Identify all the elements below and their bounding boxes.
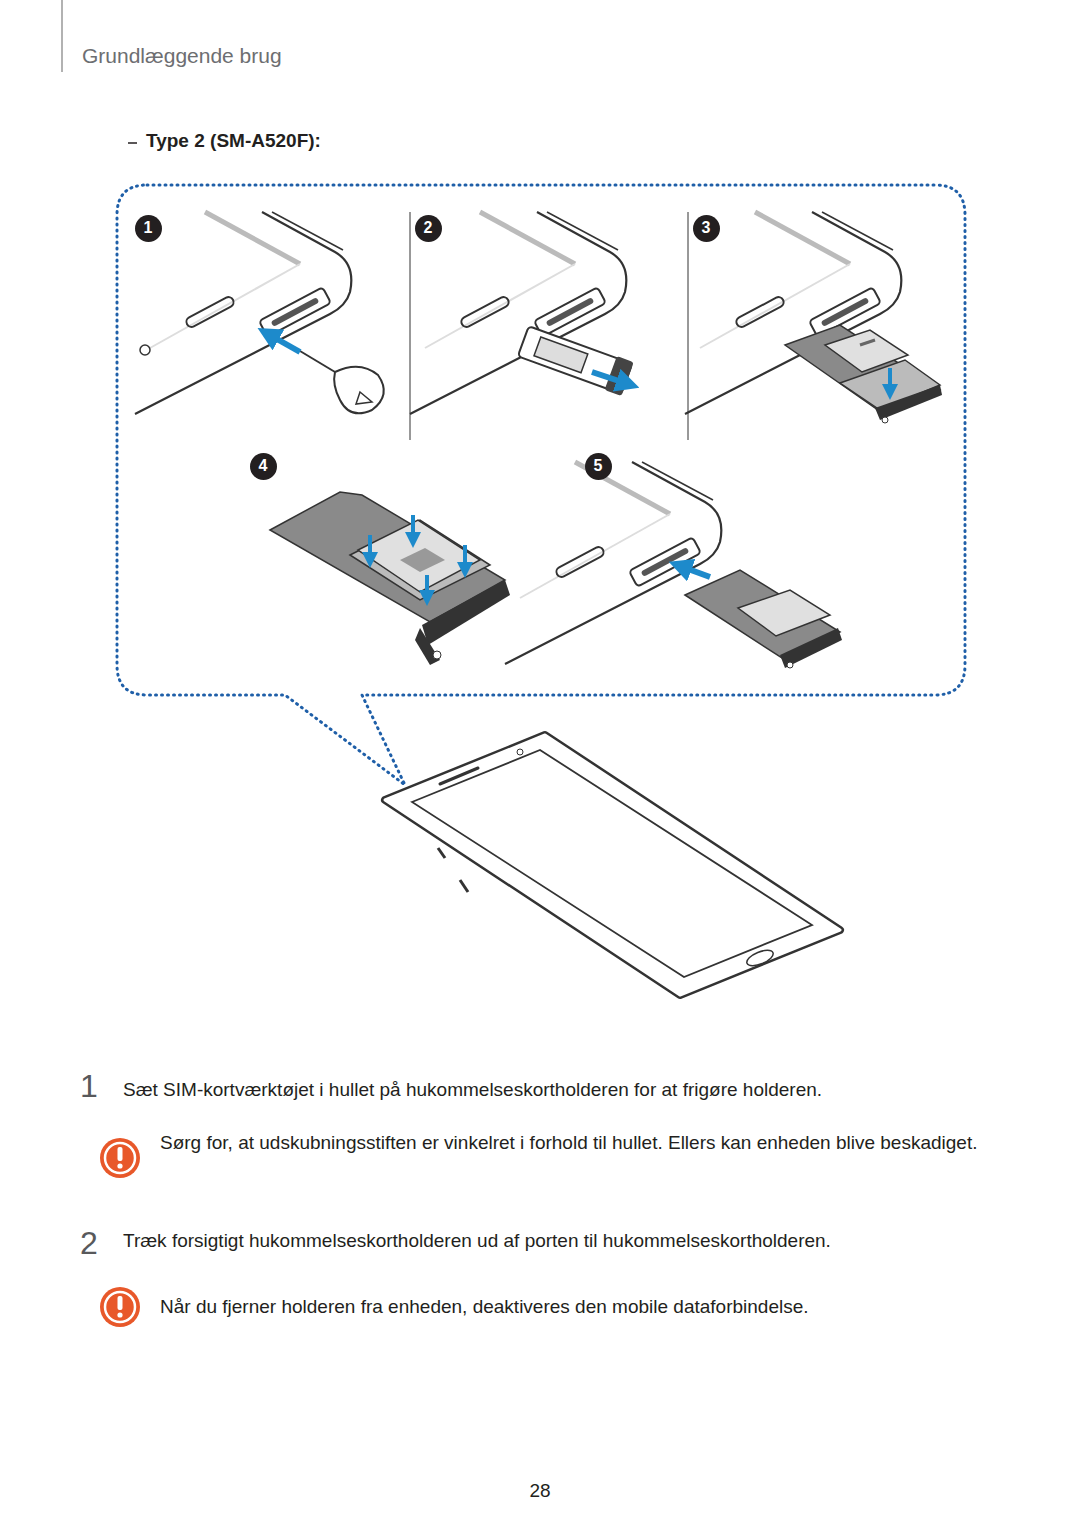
page-number: 28 <box>490 1478 590 1504</box>
step-5-figure <box>505 462 842 668</box>
callout-bubble <box>117 185 965 785</box>
callout-number: 4 <box>250 453 277 480</box>
callout-number: 3 <box>693 215 720 242</box>
callout-number: 5 <box>585 453 612 480</box>
callout-number: 1 <box>135 215 162 242</box>
warning-text: Sørg for, at udskubningsstiften er vinke… <box>160 1127 1020 1159</box>
section-title: Type 2 (SM-A520F): <box>146 130 321 152</box>
callout-number-text: 1 <box>144 220 153 236</box>
warning-icon <box>100 1138 140 1178</box>
step-text: Sæt SIM-kortværktøjet i hullet på hukomm… <box>123 1077 1023 1103</box>
callout-number-text: 3 <box>702 220 711 236</box>
warning-text: Når du fjerner holderen fra enheden, dea… <box>160 1294 1020 1320</box>
phone-illustration <box>385 735 840 995</box>
step-2-figure <box>410 212 634 414</box>
callout-number-text: 2 <box>424 220 433 236</box>
list-dash <box>128 142 137 144</box>
callout-number: 2 <box>415 215 442 242</box>
running-header: Grundlæggende brug <box>82 42 482 70</box>
step-3-figure <box>685 212 942 423</box>
step-1-figure <box>135 212 384 414</box>
step-number: 1 <box>80 1065 120 1108</box>
callout-number-text: 5 <box>594 458 603 474</box>
callout-number-text: 4 <box>259 458 268 474</box>
step-text: Træk forsigtigt hukommelseskortholderen … <box>123 1228 1043 1254</box>
panel-dividers <box>410 212 688 440</box>
step-number: 2 <box>80 1222 120 1265</box>
step-4-figure <box>270 492 510 665</box>
header-rule <box>61 0 63 72</box>
warning-icon <box>100 1287 140 1327</box>
